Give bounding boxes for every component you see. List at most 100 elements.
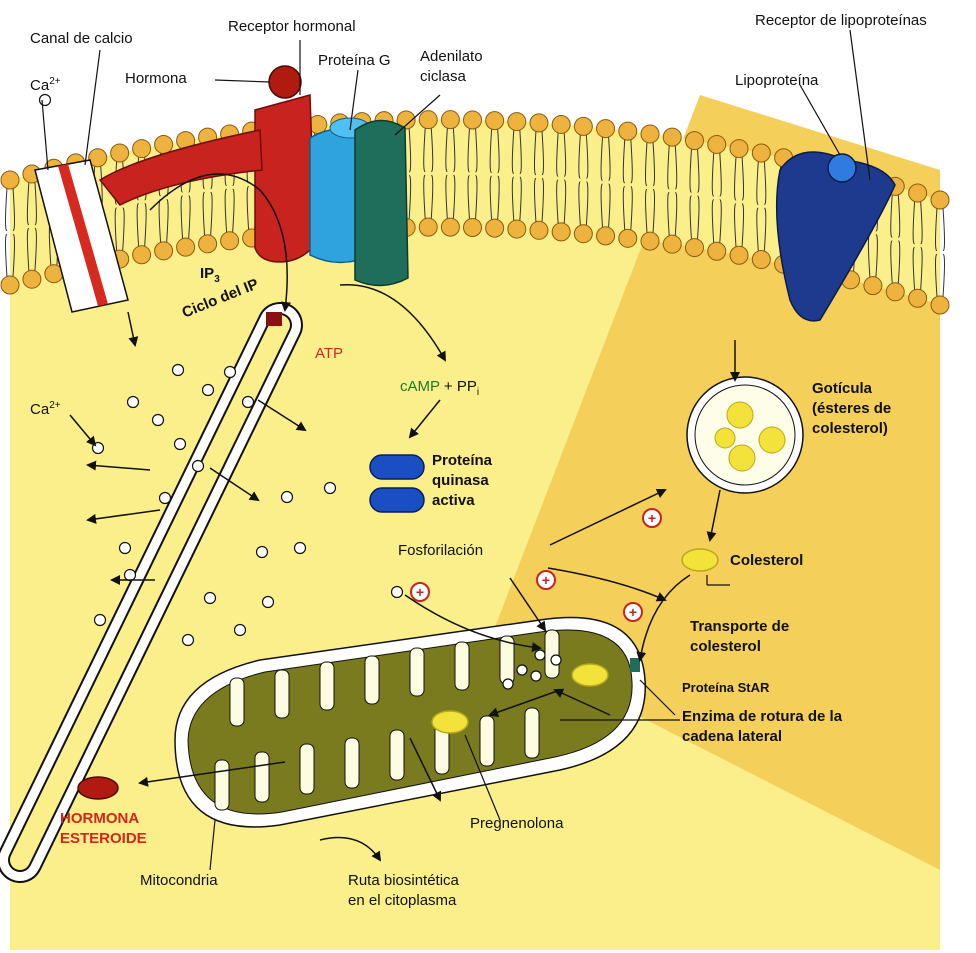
hormone-receptor-label: Receptor hormonal [228, 18, 356, 36]
lipid-head [886, 283, 904, 301]
lipid-head [133, 140, 151, 158]
steroid-hormone [78, 777, 118, 799]
calcium-ion [40, 95, 51, 106]
atp-label: ATP [315, 345, 343, 363]
scc-enzyme-label-1: Enzima de rotura de la [682, 708, 842, 726]
lipid-head [133, 246, 151, 264]
crista [480, 716, 494, 766]
lipoprotein-label: Lipoproteína [735, 72, 818, 90]
crista [230, 678, 244, 726]
lipid-head [752, 251, 770, 269]
crista [455, 642, 469, 690]
lipid-head [641, 125, 659, 143]
pregnenolone-molecule [432, 711, 468, 733]
lipid-tail [943, 254, 945, 297]
calcium-ion [225, 367, 236, 378]
star-protein-label: Proteína StAR [682, 680, 769, 696]
ip-cycle-node [266, 312, 282, 326]
lipoprotein-receptor-label: Receptor de lipoproteínas [755, 12, 927, 30]
hormone-molecule [269, 66, 301, 98]
adenylate-cyclase[interactable] [355, 120, 408, 285]
mitochondria-label: Mitocondria [140, 872, 218, 890]
plus-sign: + [411, 583, 429, 601]
lipid-head [508, 220, 526, 238]
calcium-ion [517, 665, 527, 675]
steroid-hormone-label-1: HORMONA [60, 810, 139, 828]
plus-sign: + [624, 603, 642, 621]
lipid-head [486, 219, 504, 237]
svg-text:+: + [648, 510, 656, 526]
crista [255, 752, 269, 802]
crista [320, 662, 334, 710]
lipid-head [111, 144, 129, 162]
calcium-channel-label: Canal de calcio [30, 30, 133, 48]
lipid-head [663, 128, 681, 146]
calcium-ion [282, 492, 293, 503]
ip3-label: IP3 [200, 265, 220, 286]
lipid-head [663, 235, 681, 253]
transport-label-1: Transporte de [690, 618, 789, 636]
crista [525, 708, 539, 758]
lipid-head [441, 218, 459, 236]
lipid-head [155, 242, 173, 260]
lipoprotein-molecule [828, 154, 856, 182]
svg-text:+: + [542, 572, 550, 588]
lipid-head [909, 184, 927, 202]
cholesterol-molecule [682, 549, 718, 571]
lipid-head [552, 115, 570, 133]
lipid-droplet[interactable] [687, 377, 803, 493]
lipid-head [199, 235, 217, 253]
calcium-ion [243, 397, 254, 408]
lipid-head [23, 270, 41, 288]
lipid-head [574, 225, 592, 243]
lipid-head [708, 242, 726, 260]
lipid-tail [6, 188, 8, 231]
lipid-head [508, 113, 526, 131]
lipid-head [574, 117, 592, 135]
route-label-2: en el citoplasma [348, 892, 456, 910]
pregnenolone-label: Pregnenolona [470, 815, 563, 833]
adenylate-cyclase-label-1: Adenilato [420, 48, 483, 66]
crista [300, 744, 314, 794]
lipid-tail [943, 208, 945, 251]
lipid-head [641, 232, 659, 250]
calcium-ion [173, 365, 184, 376]
phosphorylation-label: Fosforilación [398, 542, 483, 560]
lipid-head [441, 111, 459, 129]
lipid-head [597, 227, 615, 245]
calcium-ion [205, 593, 216, 604]
calcium-ion [193, 461, 204, 472]
lipid-head [419, 111, 437, 129]
scc-enzyme-label-2: cadena lateral [682, 728, 782, 746]
lipid-head [730, 246, 748, 264]
route-label-1: Ruta biosintética [348, 872, 459, 890]
svg-text:+: + [416, 584, 424, 600]
lipid-head [552, 223, 570, 241]
calcium-ion [325, 483, 336, 494]
star-protein [630, 658, 640, 672]
protein-kinase-label-1: Proteína [432, 452, 492, 470]
lipid-head [931, 191, 949, 209]
lipid-head [685, 132, 703, 150]
calcium-ion [263, 597, 274, 608]
cholesterol-label: Colesterol [730, 552, 803, 570]
protein-kinase-label-3: activa [432, 492, 475, 510]
calcium-ion [125, 570, 136, 581]
droplet-label-2: (ésteres de [812, 400, 891, 418]
g-protein-label: Proteína G [318, 52, 391, 70]
ca-label-top: Ca2+ [30, 76, 61, 95]
crista [545, 630, 559, 678]
plus-sign: + [643, 509, 661, 527]
ca-label-mid: Ca2+ [30, 400, 61, 419]
crista [215, 760, 229, 810]
lipid-head [486, 112, 504, 130]
crista [365, 656, 379, 704]
lipid-head [730, 140, 748, 158]
lipid-head [597, 120, 615, 138]
calcium-ion [392, 587, 403, 598]
lipid-head [464, 219, 482, 237]
calcium-ion [535, 650, 545, 660]
droplet-label-3: colesterol) [812, 420, 888, 438]
calcium-ion [120, 543, 131, 554]
calcium-ion [257, 547, 268, 558]
